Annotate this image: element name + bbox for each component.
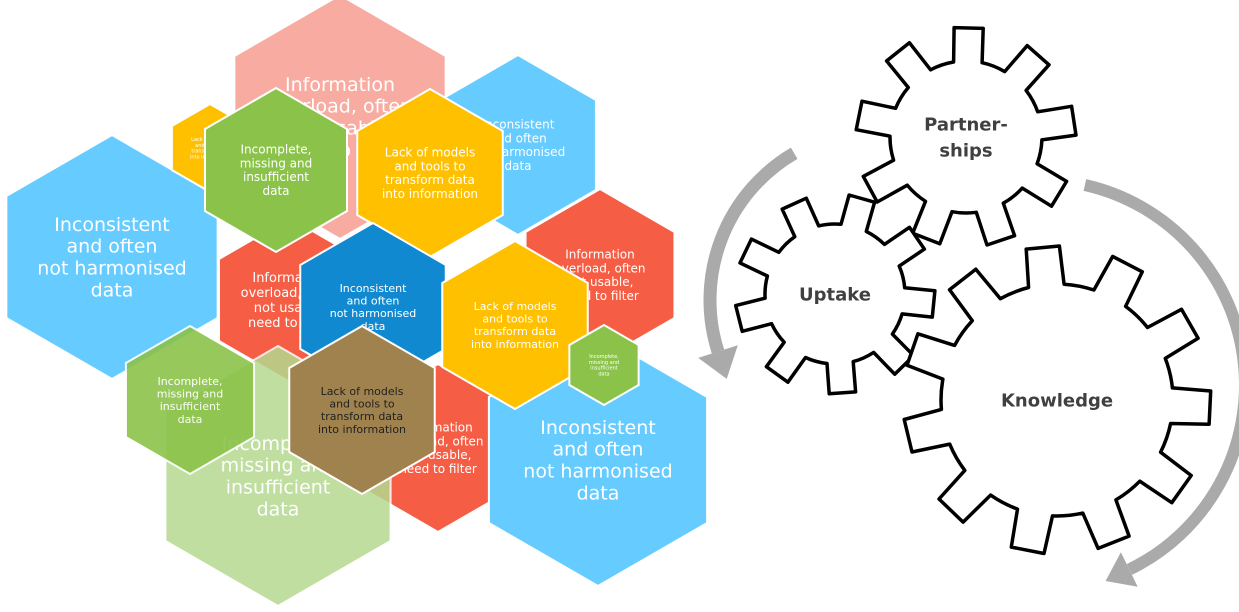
- hexagon-label-line: and often: [553, 439, 644, 461]
- hexagon-label-line: Inconsistent: [482, 118, 555, 132]
- hexagon-label-line: insufficient: [243, 170, 309, 184]
- hexagon-label-line: not harmonised: [523, 461, 672, 483]
- gear-label: ships: [939, 140, 992, 161]
- arrowhead-icon: [1105, 552, 1138, 587]
- hexagon-label-line: data: [262, 184, 289, 198]
- arrow-left: [698, 147, 798, 379]
- hexagon-shape: [288, 324, 436, 496]
- hexagon-label-line: and tools to: [394, 159, 465, 173]
- hexagon-label-line: data: [178, 413, 203, 426]
- hexagon-label-line: Information: [285, 74, 395, 96]
- hexagon-label-line: Incomplete,: [589, 354, 619, 360]
- hexagon-shape: [124, 324, 256, 476]
- gear-label: Partner-: [924, 114, 1008, 135]
- hexagon-label-line: Inconsistent: [540, 417, 655, 439]
- hexagon-label-line: data: [577, 482, 620, 504]
- hexagon-label-line: transform data: [474, 325, 556, 338]
- hexagon-label-line: missing and: [157, 388, 223, 401]
- hexagon-shape: [487, 332, 709, 588]
- arrowhead-icon: [698, 345, 738, 379]
- hexagon-label-line: insufficient: [160, 400, 221, 413]
- gear-icon: [902, 244, 1213, 556]
- hexagon-label-line: into information: [318, 423, 406, 436]
- hexagon-label-line: not harmonised: [330, 307, 417, 320]
- gear-partnerships: Partner-ships: [854, 25, 1078, 247]
- hexagon-label-line: data: [598, 371, 609, 377]
- gear-icon: [854, 25, 1078, 247]
- hexagon-shape: [568, 323, 640, 407]
- hexagon-label-line: Inconsistent: [54, 214, 169, 236]
- hexagon-shape: [203, 86, 349, 254]
- hexagon-label-line: Inconsistent: [340, 282, 408, 295]
- arrow-right: [1083, 179, 1239, 587]
- hexagon-label-line: insufficient: [590, 366, 618, 372]
- hexagon-label-line: need to filter: [399, 462, 477, 476]
- gear-knowledge: Knowledge: [902, 244, 1213, 556]
- gear-label: Knowledge: [1001, 390, 1113, 411]
- hexagon-label-line: and often: [67, 236, 158, 258]
- hexagon-label-line: insufficient: [226, 477, 331, 499]
- hexagon-label-line: Information: [565, 248, 634, 262]
- gear-icon: [733, 193, 937, 396]
- hexagon-label-line: into information: [382, 187, 478, 201]
- hexagon-label-line: and tools to: [482, 313, 548, 326]
- hexagon-label-line: data: [91, 279, 134, 301]
- hexagon-label-line: Lack of models: [321, 385, 404, 398]
- hexagon-label-line: missing and: [240, 156, 312, 170]
- gear-uptake: Uptake: [733, 193, 937, 396]
- hexagon-label-line: and often: [347, 295, 400, 308]
- hexagon-label-line: data: [504, 159, 531, 173]
- hexagon-label-line: Lack of models: [385, 146, 475, 160]
- hexagon-label-line: not harmonised: [37, 258, 186, 280]
- hexagon-shape: [441, 239, 589, 411]
- hexagon-label-line: transform data: [321, 410, 403, 423]
- hexagon-label-line: Incomplete,: [240, 143, 311, 157]
- hexagon-label-line: into information: [471, 338, 559, 351]
- hexagon-label-line: Lack of models: [474, 300, 557, 313]
- hexagon-label-line: missing and: [589, 360, 619, 366]
- hexagon-label-line: overload, often: [554, 261, 645, 275]
- hexagon-label-line: transform data: [385, 173, 475, 187]
- hexagon-label-line: Incomplete,: [157, 375, 222, 388]
- gear-label: Uptake: [799, 284, 871, 305]
- hexagon-label-line: and tools to: [329, 398, 395, 411]
- hexagon-label-line: data: [257, 498, 300, 520]
